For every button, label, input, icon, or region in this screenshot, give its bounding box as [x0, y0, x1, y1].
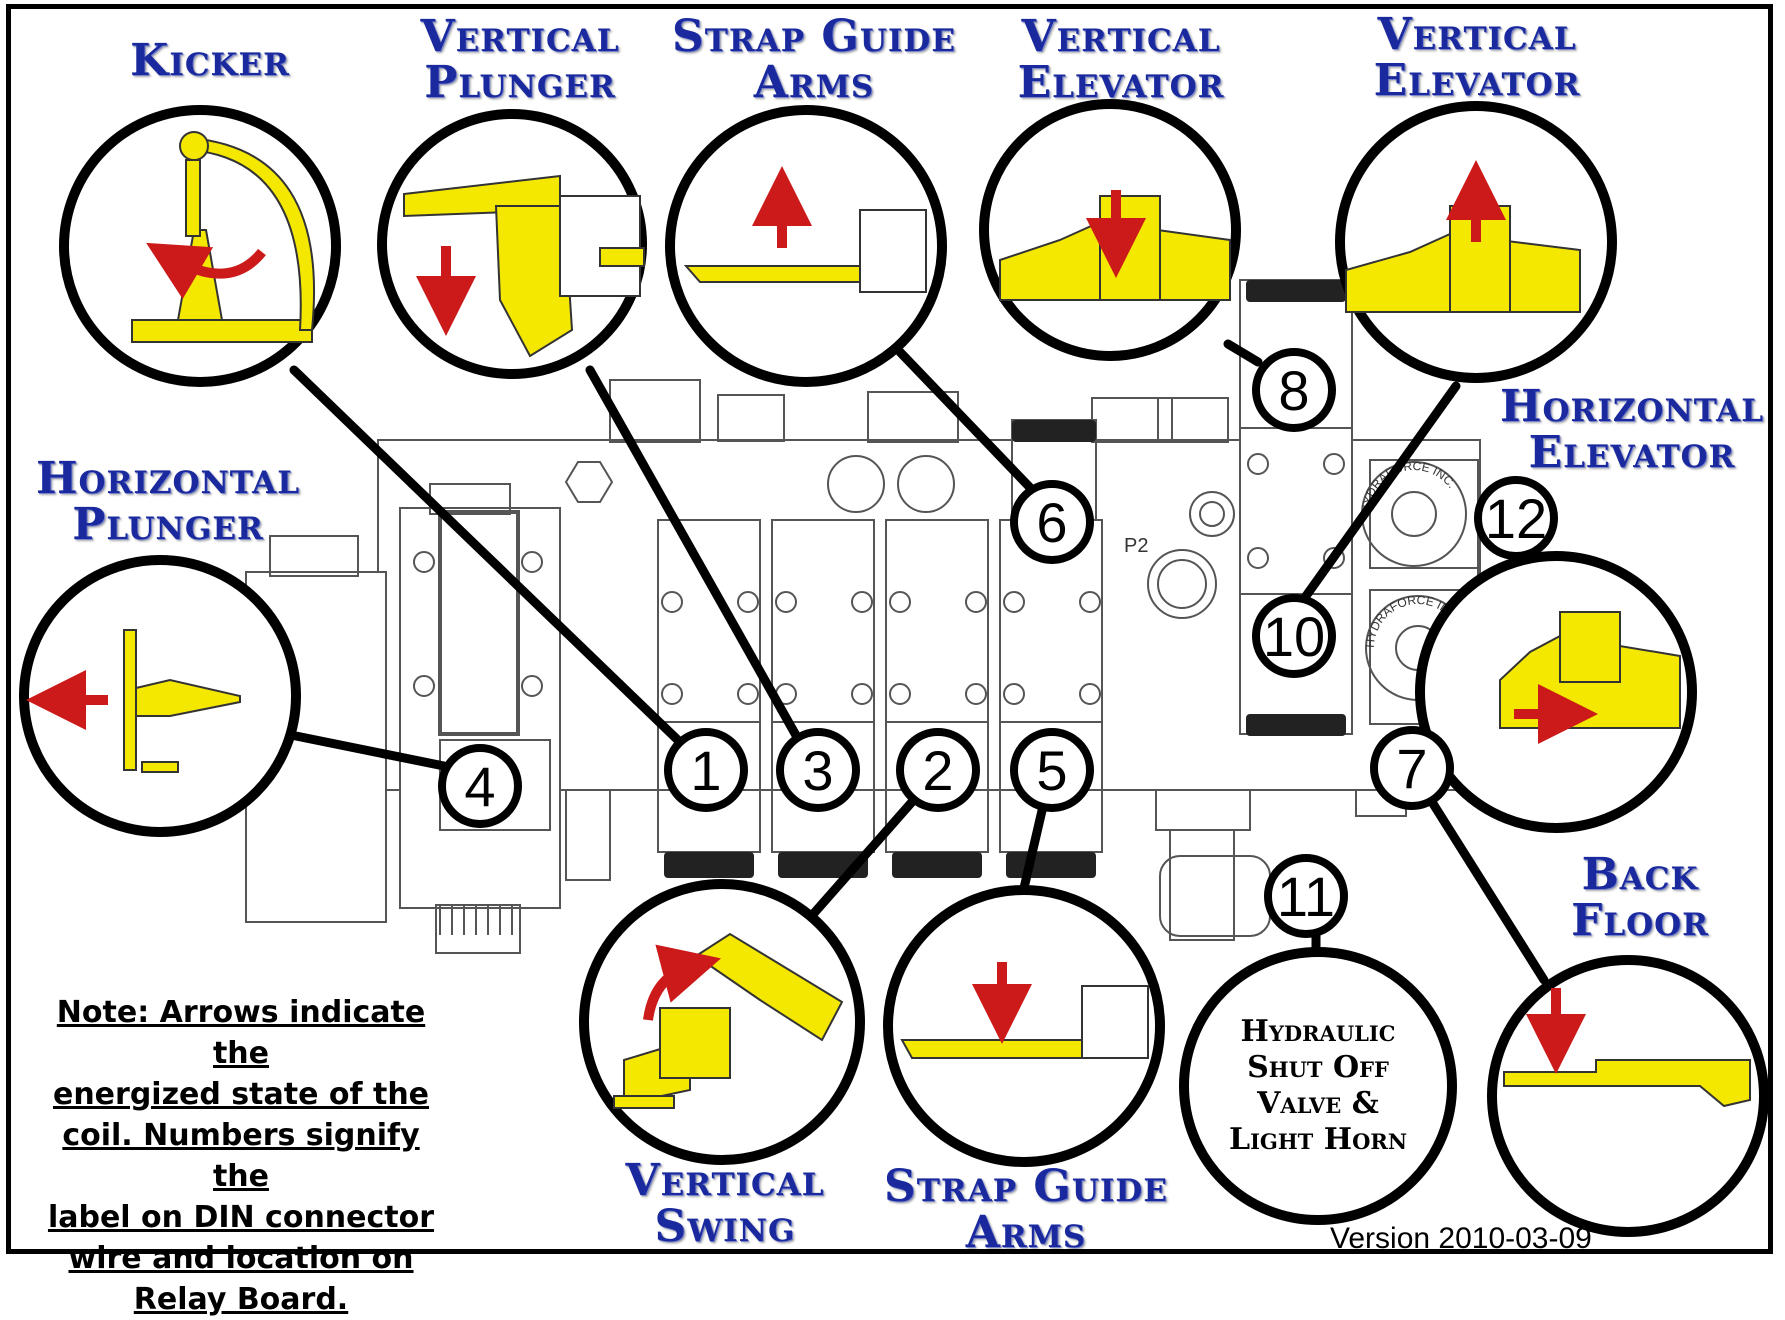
number-bubble-11: 11	[1264, 854, 1348, 938]
label-kicker: Kicker	[130, 35, 290, 86]
coil-caps	[664, 280, 1346, 878]
number-bubble-7: 7	[1370, 726, 1454, 810]
number-bubble-10: 10	[1252, 594, 1336, 678]
number-bubble-1: 1	[664, 728, 748, 812]
svg-text:12: 12	[1485, 487, 1547, 550]
svg-text:8: 8	[1278, 359, 1309, 422]
label-strap-guide-arms-bottom: Strap Guide Arms	[884, 1161, 1168, 1258]
label-vertical-swing: Vertical Swing	[625, 1155, 825, 1252]
number-bubble-4: 4	[438, 744, 522, 828]
number-bubble-12: 12	[1474, 476, 1558, 560]
svg-text:3: 3	[802, 739, 833, 802]
diagram-svg: P2 HYDRAFORCE INC. HYDRAFORCE INC.	[19, 99, 1769, 1237]
number-bubble-2: 2	[896, 728, 980, 812]
page-frame	[6, 4, 1773, 1254]
p2-label: P2	[1124, 535, 1148, 557]
svg-text:10: 10	[1263, 605, 1325, 668]
number-bubble-8: 8	[1252, 348, 1336, 432]
svg-text:6: 6	[1036, 491, 1067, 554]
label-horizontal-plunger: Horizontal Plunger	[35, 453, 301, 550]
shutoff-valve-text: Hydraulic Shut Off Valve & Light Horn	[1228, 1014, 1408, 1157]
label-horizontal-elevator: Horizontal Elevator	[1499, 381, 1765, 478]
svg-text:2: 2	[922, 739, 953, 802]
label-strap-guide-arms-top: Strap Guide Arms	[672, 11, 956, 108]
shutoff-valve-circle	[1179, 947, 1457, 1225]
svg-text:4: 4	[464, 755, 495, 818]
svg-text:5: 5	[1036, 739, 1067, 802]
number-bubble-3: 3	[776, 728, 860, 812]
strap-guide-top-circle	[665, 105, 947, 387]
svg-text:1: 1	[690, 739, 721, 802]
number-bubble-6: 6	[1010, 480, 1094, 564]
label-vertical-elevator-down: Vertical Elevator	[1017, 11, 1225, 108]
label-vertical-elevator-up: Vertical Elevator	[1373, 9, 1581, 106]
number-bubbles: 1 3 2 5 6 4 8 10 12 7 11	[438, 348, 1558, 938]
svg-text:11: 11	[1277, 865, 1335, 928]
energized-arrows	[25, 160, 1598, 1074]
diagram-stage: P2 HYDRAFORCE INC. HYDRAFORCE INC.	[6, 4, 1773, 1317]
label-vertical-plunger: Vertical Plunger	[420, 11, 620, 108]
number-bubble-5: 5	[1010, 728, 1094, 812]
svg-text:7: 7	[1396, 737, 1427, 800]
label-back-floor: Back Floor	[1571, 849, 1709, 946]
